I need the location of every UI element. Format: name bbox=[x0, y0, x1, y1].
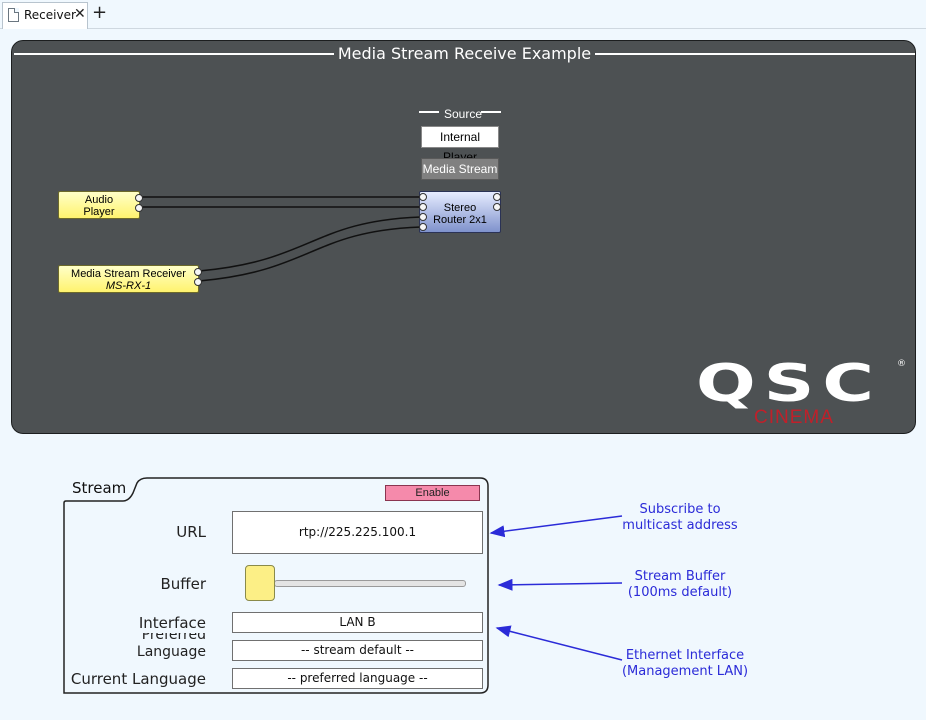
annotation-buffer: Stream Buffer (100ms default) bbox=[600, 569, 760, 601]
add-tab-icon[interactable]: + bbox=[92, 2, 108, 23]
source-label: Source bbox=[443, 107, 483, 121]
pin-in-4[interactable] bbox=[419, 223, 427, 231]
registered-icon: ® bbox=[897, 359, 906, 369]
tab-label: Receiver bbox=[24, 8, 76, 22]
source-group: Source bbox=[418, 103, 508, 122]
qsc-logo-sub: CINEMA bbox=[754, 407, 834, 428]
stream-title: Stream bbox=[72, 479, 127, 497]
pin-out-1[interactable] bbox=[493, 193, 501, 201]
stream-group bbox=[63, 477, 489, 694]
router-line2: Router 2x1 bbox=[433, 214, 487, 226]
pin-out-1[interactable] bbox=[194, 268, 202, 276]
qsc-logo: QSC ® CINEMA bbox=[696, 358, 906, 428]
pin-out-2[interactable] bbox=[194, 278, 202, 286]
source-rule-right bbox=[481, 111, 501, 113]
wire-msrx-right bbox=[198, 226, 422, 282]
enable-button[interactable]: Enable bbox=[385, 485, 480, 501]
stream-group-frame bbox=[63, 477, 489, 694]
buffer-slider-knob[interactable] bbox=[245, 565, 275, 601]
pin-out-2[interactable] bbox=[135, 204, 143, 212]
interface-label: Interface bbox=[138, 614, 206, 632]
audio-player-block[interactable]: Audio Player bbox=[58, 191, 143, 219]
pin-out-2[interactable] bbox=[493, 203, 501, 211]
current-language-label: Current Language bbox=[70, 670, 206, 688]
msrx-line1: Media Stream Receiver bbox=[71, 268, 186, 280]
close-icon[interactable]: ✕ bbox=[74, 6, 86, 22]
audio-player-line1: Audio bbox=[84, 194, 114, 206]
schematic-title: Media Stream Receive Example bbox=[12, 44, 917, 63]
media-stream-receiver-block[interactable]: Media Stream Receiver MS-RX-1 bbox=[58, 265, 202, 293]
schematic-panel: Media Stream Receive Example Source Inte… bbox=[11, 40, 916, 434]
qsc-logo-main: QSC bbox=[696, 354, 883, 414]
annotation-url-line2: multicast address bbox=[622, 518, 738, 533]
url-field[interactable]: rtp://225.225.100.1 bbox=[232, 511, 483, 554]
router-line1: Stereo bbox=[443, 202, 477, 214]
pin-in-1[interactable] bbox=[419, 193, 427, 201]
interface-field[interactable]: LAN B bbox=[232, 612, 483, 633]
wire-msrx-left bbox=[198, 216, 422, 272]
msrx-line2: MS-RX-1 bbox=[105, 280, 152, 292]
media-stream-button[interactable]: Media Stream bbox=[421, 158, 499, 180]
pin-in-3[interactable] bbox=[419, 213, 427, 221]
preferred-language-label-text: Preferred Language bbox=[136, 633, 206, 660]
tab-receiver[interactable]: Receiver ✕ bbox=[2, 2, 88, 29]
title-rule-right bbox=[589, 53, 915, 55]
source-rule-left bbox=[419, 111, 439, 113]
document-icon bbox=[8, 8, 19, 22]
buffer-slider-track[interactable] bbox=[274, 580, 466, 587]
pin-in-2[interactable] bbox=[419, 203, 427, 211]
annotation-interface: Ethernet Interface (Management LAN) bbox=[600, 648, 770, 680]
preferred-language-field[interactable]: -- stream default -- bbox=[232, 640, 483, 661]
annotation-interface-line1: Ethernet Interface bbox=[625, 648, 745, 663]
annotation-interface-line2: (Management LAN) bbox=[621, 664, 749, 679]
stereo-router-block[interactable]: Stereo Router 2x1 bbox=[419, 191, 501, 233]
title-rule-left bbox=[14, 53, 340, 55]
wires bbox=[139, 196, 422, 282]
pin-out-1[interactable] bbox=[135, 194, 143, 202]
audio-player-line2: Player bbox=[83, 206, 115, 218]
annotation-buffer-line1: Stream Buffer bbox=[634, 569, 726, 584]
current-language-field: -- preferred language -- bbox=[232, 668, 483, 689]
annotation-url: Subscribe to multicast address bbox=[600, 502, 760, 534]
buffer-label: Buffer bbox=[160, 575, 206, 593]
schematic-title-text: Media Stream Receive Example bbox=[333, 44, 596, 63]
tab-bar: Receiver ✕ + bbox=[0, 0, 926, 29]
preferred-language-label: Preferred Language bbox=[100, 633, 206, 663]
annotation-url-line1: Subscribe to bbox=[639, 502, 721, 517]
url-label: URL bbox=[176, 523, 206, 541]
annotation-buffer-line2: (100ms default) bbox=[627, 585, 733, 600]
